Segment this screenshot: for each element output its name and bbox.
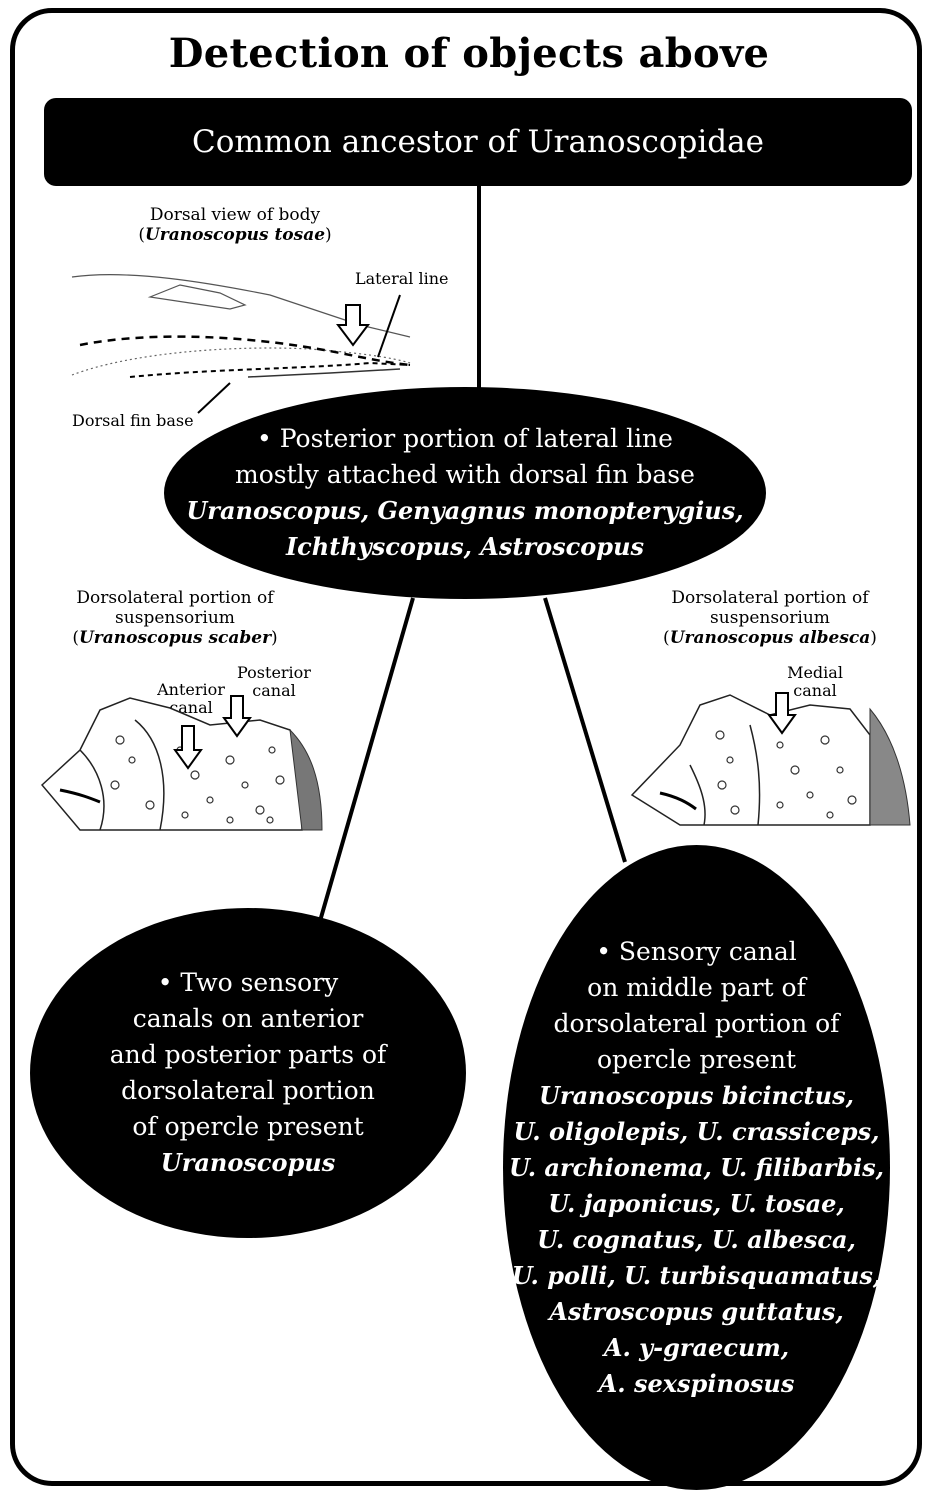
outer-frame [10,8,922,1486]
right-caption-line2: suspensorium [710,608,830,628]
left-caption-species-wrap: (Uranoscopus scaber) [72,628,278,648]
right-suspensorium-drawing [630,692,911,826]
right-species-line: A. sexspinosus [598,1368,795,1398]
body-caption: Dorsal view of body (Uranoscopus tosae) [125,205,345,245]
right-species-line: A. y-graecum, [603,1332,790,1362]
dorsal-fin-base-label: Dorsal fin base [72,411,194,430]
body-caption-line1: Dorsal view of body [149,205,321,225]
right-species-line: Astroscopus guttatus, [549,1296,844,1326]
center-text-line1: • Posterior portion of lateral line [257,424,673,453]
center-node: • Posterior portion of lateral line most… [164,387,766,599]
right-species-line: U. oligolepis, U. crassiceps, [513,1116,880,1146]
anterior-label-1: Anterior [157,680,225,699]
center-species-line2: Ichthyscopus, Astroscopus [285,532,645,561]
right-text-line: dorsolateral portion of [553,1008,840,1038]
medial-label-2: canal [793,681,837,700]
right-species-line: U. archionema, U. filibarbis, [508,1152,885,1182]
body-caption-species: Uranoscopus tosae [144,225,326,245]
body-caption-species-wrap: (Uranoscopus tosae) [138,225,332,245]
right-figure-caption: Dorsolateral portion of suspensorium (Ur… [660,588,880,648]
center-text-line2: mostly attached with dorsal fin base [235,460,695,489]
right-text-line: • Sensory canal [596,936,797,966]
right-species-line: Uranoscopus bicinctus, [539,1080,854,1110]
posterior-canal-arrow-icon [222,695,252,738]
left-text-line: canals on anterior [132,1004,364,1033]
left-caption-species: Uranoscopus scaber [78,628,272,648]
left-text-line: and posterior parts of [109,1040,387,1069]
medial-canal-label: Medial canal [782,664,848,700]
right-species-line: U. cognatus, U. albesca, [537,1224,856,1254]
left-text-line: dorsolateral portion [121,1076,375,1105]
right-species-line: U. polli, U. turbisquamatus, [511,1260,882,1290]
right-caption-line1: Dorsolateral portion of [671,588,869,608]
anterior-canal-arrow-icon [173,725,203,770]
ancestor-node: Common ancestor of Uranoscopidae [44,98,912,186]
left-caption-line1: Dorsolateral portion of [76,588,274,608]
left-species: Uranoscopus [160,1148,336,1177]
left-text-line: of opercle present [132,1112,364,1141]
lateral-line-arrow-icon [336,304,370,347]
lateral-line-label: Lateral line [355,269,449,288]
medial-label-1: Medial [787,663,843,682]
right-caption-species: Uranoscopus albesca [669,628,871,648]
ancestor-label: Common ancestor of Uranoscopidae [192,124,764,160]
right-species-line: U. japonicus, U. tosae, [548,1188,845,1218]
right-text-line: opercle present [596,1044,797,1074]
body-drawing [71,274,411,414]
left-text-line: • Two sensory [157,968,339,997]
right-caption-species-wrap: (Uranoscopus albesca) [663,628,877,648]
posterior-label-1: Posterior [237,663,311,682]
posterior-canal-label: Posterior canal [236,664,312,700]
medial-canal-arrow-icon [767,692,797,735]
posterior-label-2: canal [252,681,296,700]
page-title: Detection of objects above [168,30,770,77]
center-species-line1: Uranoscopus, Genyagnus monopterygius, [186,496,744,525]
right-branch-line [543,597,627,863]
left-suspensorium-drawing [40,695,323,831]
right-text-line: on middle part of [587,972,806,1002]
right-node: • Sensory canal on middle part of dorsol… [503,845,890,1490]
left-figure-caption: Dorsolateral portion of suspensorium (Ur… [65,588,285,648]
left-branch-line [314,597,415,936]
left-caption-line2: suspensorium [115,608,235,628]
left-node: • Two sensory canals on anterior and pos… [30,908,466,1238]
